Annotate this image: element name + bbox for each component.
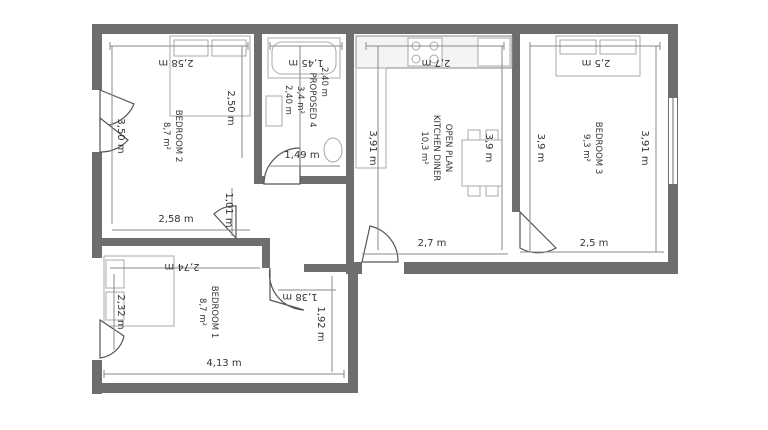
dim-bath-width: 1,49 m [284, 150, 319, 161]
bedroom3-name: BEDROOM 3 [593, 122, 603, 174]
wall-bottom-b1 [92, 383, 358, 393]
dining-table [461, 139, 503, 187]
dim-hall-bottom: 1,38 m [282, 291, 317, 302]
dim-b2-left: 3,50 m [115, 118, 126, 153]
bedroom3-area: 9,3 m² [581, 134, 591, 162]
dim-b3-bottom: 2,5 m [580, 238, 609, 249]
wall-kitchen-b3 [512, 34, 520, 212]
wall-right-b1 [348, 268, 358, 393]
dim-kitchen-top: 2,7 m [422, 57, 451, 68]
dim-b3-top: 2,5 m [582, 57, 611, 68]
dim-b1-left: 2,32 m [115, 294, 126, 329]
dim-bath-top: 1,45 m [288, 57, 323, 68]
bedroom1-name: BEDROOM 1 [209, 286, 219, 338]
door-hall-b1 [268, 267, 305, 311]
wall-left-upper [92, 24, 102, 90]
dim-b2-top: 2,58 m [158, 57, 193, 68]
wall-hall-right [346, 184, 354, 274]
proposed-name: PROPOSED 4 [307, 73, 317, 128]
kitchen-name-line2: KITCHEN DINER [431, 115, 441, 181]
kitchen-area: 10,3 m² [419, 131, 429, 164]
kitchen-sink [477, 37, 511, 67]
door-b3 [519, 210, 557, 254]
wall-bath-bottom-left [254, 176, 264, 184]
wall-left-bottom [92, 360, 102, 394]
dim-b3-left: 3,9 m [535, 134, 546, 163]
wall-bath-bottom [300, 176, 354, 184]
dim-b2-bottom: 2,58 m [158, 214, 193, 225]
wall-bath-kitchen [346, 34, 354, 184]
kitchen-name-line1: OPEN PLAN [443, 124, 453, 172]
wall-left-lower [92, 242, 102, 258]
wall-b2-bath [254, 34, 262, 184]
bedroom2-area: 8,7 m² [161, 122, 171, 150]
dim-kitchen-right: 3,9 m [483, 134, 494, 163]
dimension-labels: 2,58 m 2,50 m 3,50 m 2,58 m 1,01 m 1,45 … [115, 57, 650, 369]
wall-left-mid [92, 152, 102, 248]
proposed-dim-a: 2,40 m [319, 67, 329, 97]
walls [92, 24, 678, 394]
wall-top [92, 24, 678, 34]
dim-b2-right: 2,50 m [225, 90, 236, 125]
kitchen-counter-side [355, 67, 387, 169]
dim-b3-right: 3,91 m [639, 130, 650, 165]
dim-b1-right: 1,92 m [315, 306, 326, 341]
wall-b2-bottom [92, 238, 268, 246]
toilet [265, 95, 283, 127]
wall-b1-top [262, 238, 270, 268]
proposed-area: 3,4 m² [295, 86, 305, 114]
bedroom2-name: BEDROOM 2 [173, 110, 183, 162]
dim-kitchen-left: 3,91 m [367, 130, 378, 165]
bedroom1-area: 8,7 m² [197, 298, 207, 326]
dimension-lines [103, 42, 664, 378]
room-labels: BEDROOM 2 8,7 m² 2,40 m PROPOSED 4 3,4 m… [161, 67, 603, 338]
door-b1-window [99, 318, 125, 359]
dim-kitchen-bottom: 2,7 m [418, 238, 447, 249]
furniture [103, 35, 641, 327]
dim-b1-bottom: 4,13 m [206, 358, 241, 369]
proposed-dim-b: 2,40 m [283, 85, 293, 115]
door-kitchen [361, 225, 399, 263]
dim-b1-top: 2,74 m [164, 261, 199, 272]
sink-bath [323, 137, 343, 163]
door-b2-entrance-2 [99, 116, 129, 153]
wall-bottom-right [404, 262, 678, 274]
wall-b1-top-right [304, 264, 358, 272]
dim-hall-small: 1,01 m [223, 192, 234, 227]
